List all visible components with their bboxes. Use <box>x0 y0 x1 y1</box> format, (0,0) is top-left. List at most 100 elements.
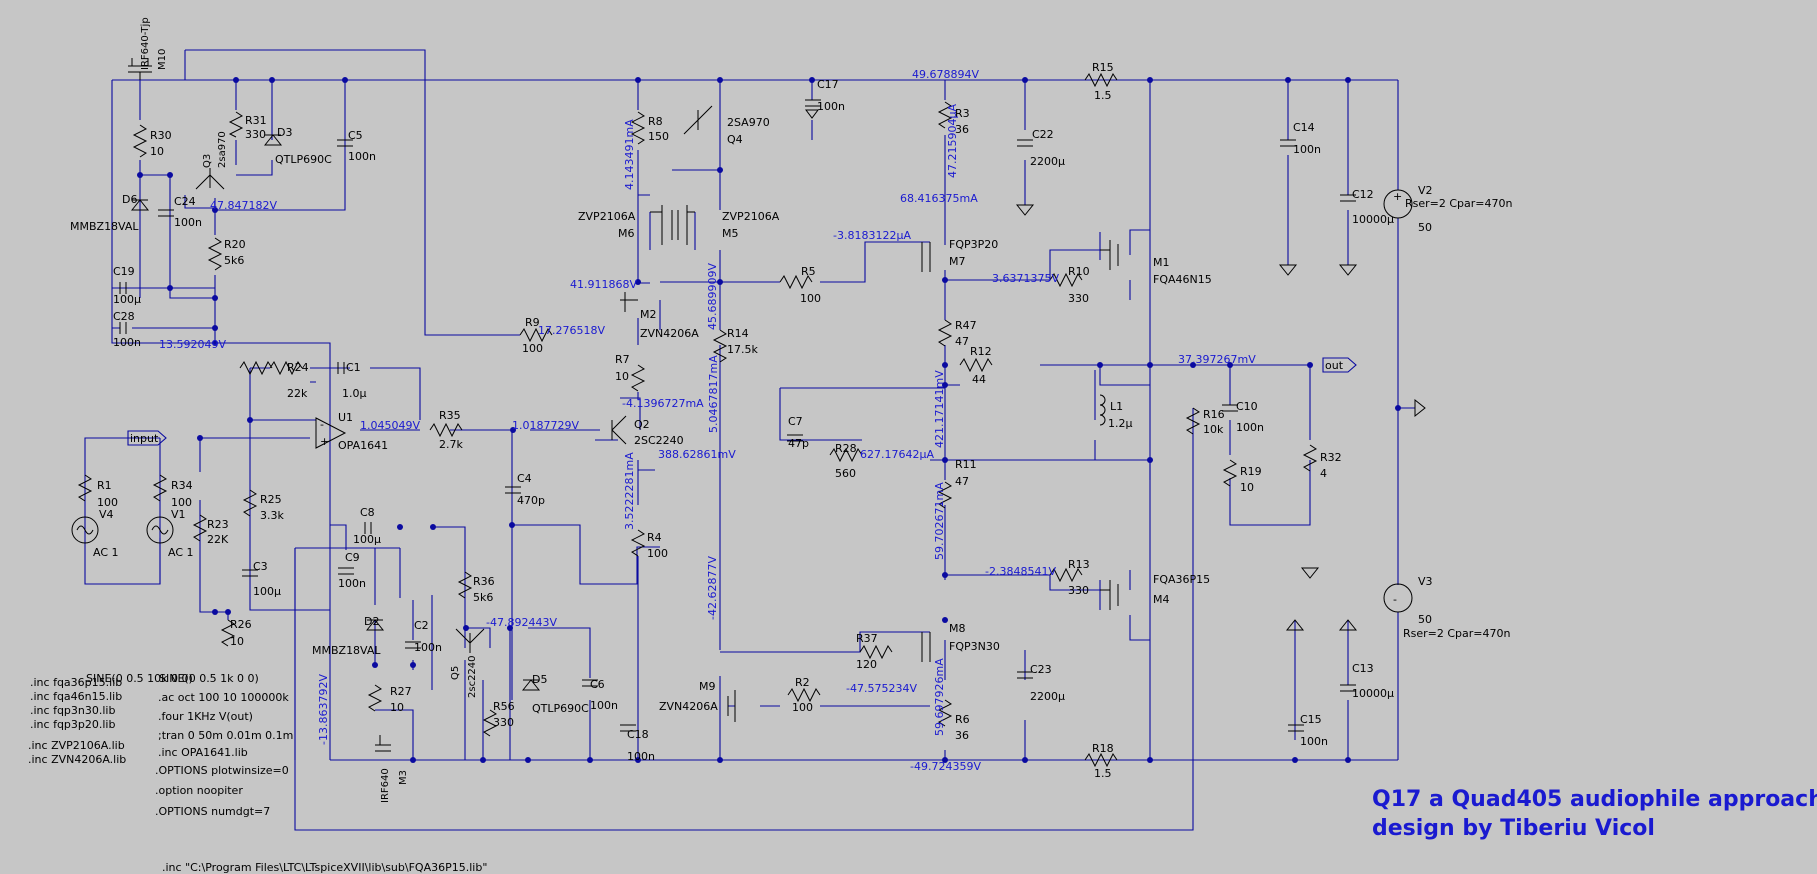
label-R30: R30 <box>150 129 172 142</box>
label-R1: R1 <box>97 479 112 492</box>
label-R25: R25 <box>260 493 282 506</box>
label-R34-val: 100 <box>171 496 192 509</box>
label-R28-val: 560 <box>835 467 856 480</box>
nv-r3: 47.215904µA <box>946 104 959 178</box>
nv-bot-rail: -49.724359V <box>910 760 981 773</box>
label-C24-val: 100n <box>174 216 202 229</box>
directive-sine1: SINE(0 0.5 10k 0 0) <box>86 672 193 685</box>
label-R4: R4 <box>647 531 662 544</box>
directive-incpath: .inc "C:\Program Files\LTC\LTspiceXVII\l… <box>162 861 487 874</box>
label-C6: C6 <box>590 678 605 691</box>
net-label-out-group: out <box>1322 357 1357 373</box>
label-R8: R8 <box>648 115 663 128</box>
label-C15: C15 <box>1300 713 1322 726</box>
label-R1-val: 100 <box>97 496 118 509</box>
label-M3-type: IRF640 <box>380 768 391 803</box>
label-C4: C4 <box>517 472 532 485</box>
inductor-symbol <box>1099 394 1106 426</box>
label-V3-val: 50 <box>1418 613 1432 626</box>
directive-inc6: .inc ZVN4206A.lib <box>28 753 126 766</box>
label-R16: R16 <box>1203 408 1225 421</box>
label-C18: C18 <box>627 728 649 741</box>
label-C6-val: 100n <box>590 699 618 712</box>
label-C1: C1 <box>346 361 361 374</box>
resistor-symbols <box>77 72 1318 768</box>
label-C7-val: 47p <box>788 437 809 450</box>
diode-symbols <box>130 134 541 691</box>
label-R30-val: 10 <box>150 145 164 158</box>
directive-inc3: .inc fqp3n30.lib <box>30 704 115 717</box>
label-R36: R36 <box>473 575 495 588</box>
label-M2: M2 <box>640 308 657 321</box>
label-R19-val: 10 <box>1240 481 1254 494</box>
label-R15-val: 1.5 <box>1094 89 1112 102</box>
label-R4-val: 100 <box>647 547 668 560</box>
junctions <box>137 77 1401 763</box>
label-C3: C3 <box>253 560 268 573</box>
label-R13: R13 <box>1068 558 1090 571</box>
label-R19: R19 <box>1240 465 1262 478</box>
nv-r28: 627.17642µA <box>860 448 934 461</box>
label-R18: R18 <box>1092 742 1114 755</box>
label-V1: V1 <box>171 508 186 521</box>
label-C13: C13 <box>1352 662 1374 675</box>
label-C12-val: 10000µ <box>1352 213 1394 226</box>
label-C14-val: 100n <box>1293 143 1321 156</box>
directive-opt2: .option noopiter <box>155 784 243 797</box>
label-C15-val: 100n <box>1300 735 1328 748</box>
label-R47-val: 47 <box>955 335 969 348</box>
label-Q4-type: 2SA970 <box>727 116 770 129</box>
label-M8: M8 <box>949 622 966 635</box>
label-U1-type: OPA1641 <box>338 439 388 452</box>
component-labels: IRF640-Tjp M10 R30 10 R31 330 D3 QTLP690… <box>70 17 1513 803</box>
nv-q2e: 388.62861mV <box>658 448 736 461</box>
label-R31: R31 <box>245 114 267 127</box>
opamp-symbol: - + <box>315 417 347 449</box>
label-C7: C7 <box>788 415 803 428</box>
label-R6: R6 <box>955 713 970 726</box>
label-C22: C22 <box>1032 128 1054 141</box>
label-Q2: Q2 <box>634 418 650 431</box>
label-C13-val: 10000µ <box>1352 687 1394 700</box>
label-R9: R9 <box>525 316 540 329</box>
label-D5-type: QTLP690C <box>532 702 589 715</box>
label-M4-type: FQA36P15 <box>1153 573 1210 586</box>
label-Q4: Q4 <box>727 133 743 146</box>
label-R24-val: 22k <box>287 387 308 400</box>
label-C22-val: 2200µ <box>1030 155 1065 168</box>
label-M2-type: ZVN4206A <box>640 327 699 340</box>
label-R24: R24 <box>287 361 309 374</box>
label-V2-val: 50 <box>1418 221 1432 234</box>
label-D5: D5 <box>532 673 547 686</box>
label-C19-val: 100µ <box>113 293 141 306</box>
directive-ac: .ac oct 100 10 100000k <box>158 691 289 704</box>
node-value-labels: 49.678894V 47.847182V 4.143491mA 47.2159… <box>159 68 1256 773</box>
label-U1: U1 <box>338 411 353 424</box>
label-V3: V3 <box>1418 575 1433 588</box>
directive-inc2: .inc fqa46n15.lib <box>30 690 122 703</box>
title-block: Q17 a Quad405 audiophile approach design… <box>1372 787 1817 841</box>
nv-r35: 1.0187729V <box>512 419 579 432</box>
net-label-input: input <box>130 432 159 445</box>
label-R14: R14 <box>727 327 749 340</box>
label-R11-val: 47 <box>955 475 969 488</box>
label-R5: R5 <box>801 265 816 278</box>
directive-tran: ;tran 0 50m 0.01m 0.1m <box>158 729 293 742</box>
label-C28-val: 100n <box>113 336 141 349</box>
label-R28: R28 <box>835 442 857 455</box>
nv-r6: 59.697926mA <box>933 658 946 736</box>
label-R23-val: 22K <box>207 533 229 546</box>
label-R3: R3 <box>955 107 970 120</box>
label-R2-val: 100 <box>792 701 813 714</box>
nv-r5: -3.8183122µA <box>833 229 911 242</box>
directive-inc1: .inc fqa36p15.lib <box>30 676 122 689</box>
label-M9: M9 <box>699 680 716 693</box>
label-L1-val: 1.2µ <box>1108 417 1133 430</box>
transistor-symbols <box>128 58 1119 752</box>
label-R23: R23 <box>207 518 229 531</box>
label-C2-val: 100n <box>414 641 442 654</box>
label-D3-type: QTLP690C <box>275 153 332 166</box>
directive-inc5: .inc ZVP2106A.lib <box>28 739 125 752</box>
